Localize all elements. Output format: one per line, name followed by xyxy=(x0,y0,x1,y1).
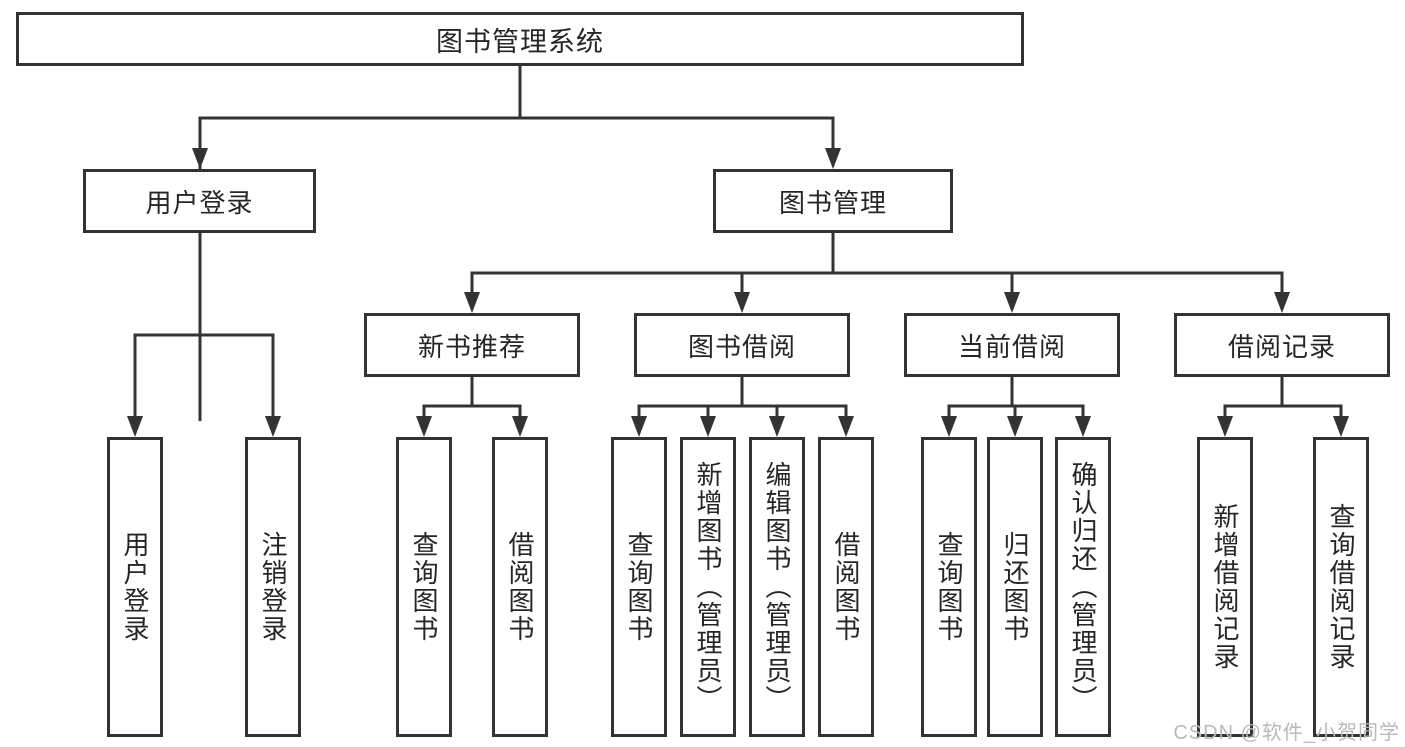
leaf-query-borrow-record: 查询借阅记录 xyxy=(1313,437,1369,737)
csdn-watermark: CSDN @软件_小贺同学 xyxy=(1173,722,1400,744)
node-label: 新增图书（管理员） xyxy=(693,461,723,713)
arrowhead-icons xyxy=(127,148,1349,437)
node-root-library-system: 图书管理系统 xyxy=(16,12,1024,66)
node-label: 图书借阅 xyxy=(687,331,796,362)
node-label: 图书管理 xyxy=(778,187,887,218)
node-current-borrow: 当前借阅 xyxy=(904,313,1120,377)
node-book-management: 图书管理 xyxy=(713,169,953,233)
leaf-edit-book-admin: 编辑图书（管理员） xyxy=(749,437,805,737)
node-label: 确认归还（管理员） xyxy=(1068,461,1098,713)
node-label: 查询图书 xyxy=(934,531,964,643)
node-label: 图书管理系统 xyxy=(436,26,604,57)
leaf-user-login: 用户登录 xyxy=(107,437,163,737)
node-user-login: 用户登录 xyxy=(83,169,316,233)
node-borrow-records: 借阅记录 xyxy=(1174,313,1390,377)
node-new-book-recommend: 新书推荐 xyxy=(364,313,580,377)
node-label: 当前借阅 xyxy=(957,331,1066,362)
node-label: 编辑图书（管理员） xyxy=(762,461,792,713)
leaf-add-borrow-record: 新增借阅记录 xyxy=(1197,437,1253,737)
leaf-borrow-books-recommend: 借阅图书 xyxy=(492,437,548,737)
node-label: 注销登录 xyxy=(258,531,288,643)
node-label: 用户登录 xyxy=(145,187,254,218)
node-label: 查询借阅记录 xyxy=(1326,503,1356,671)
node-book-borrow: 图书借阅 xyxy=(634,313,850,377)
node-label: 用户登录 xyxy=(120,531,150,643)
leaf-query-books-recommend: 查询图书 xyxy=(396,437,452,737)
node-label: 查询图书 xyxy=(624,531,654,643)
node-label: 借阅图书 xyxy=(831,531,861,643)
node-label: 新书推荐 xyxy=(417,331,526,362)
leaf-query-books-borrow: 查询图书 xyxy=(611,437,667,737)
leaf-confirm-return-admin: 确认归还（管理员） xyxy=(1055,437,1111,737)
node-label: 查询图书 xyxy=(409,531,439,643)
leaf-logout: 注销登录 xyxy=(245,437,301,737)
leaf-query-books-current: 查询图书 xyxy=(921,437,977,737)
node-label: 归还图书 xyxy=(1000,531,1030,643)
leaf-borrow-book: 借阅图书 xyxy=(818,437,874,737)
node-label: 借阅图书 xyxy=(505,531,535,643)
leaf-return-book: 归还图书 xyxy=(987,437,1043,737)
node-label: 借阅记录 xyxy=(1227,331,1336,362)
node-label: 新增借阅记录 xyxy=(1210,503,1240,671)
leaf-add-book-admin: 新增图书（管理员） xyxy=(680,437,736,737)
